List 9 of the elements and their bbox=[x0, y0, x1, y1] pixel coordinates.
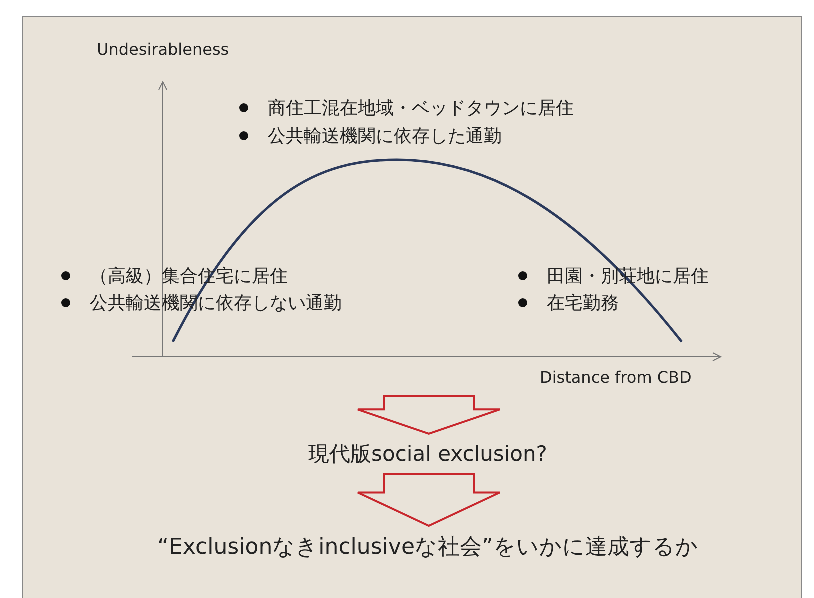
statement-text: “Exclusionなきinclusiveな社会”をいかに達成するか bbox=[158, 532, 698, 562]
axis-label: Undesirableness bbox=[97, 40, 230, 59]
axis-label: Distance from CBD bbox=[540, 368, 692, 387]
bullet-text: 商住工混在地域・ベッドタウンに居住 bbox=[268, 97, 574, 120]
block-arrow bbox=[357, 473, 501, 528]
block-arrow bbox=[357, 395, 501, 436]
bullet-text: 公共輸送機関に依存した通勤 bbox=[268, 125, 502, 148]
statement-text: 現代版social exclusion? bbox=[308, 440, 548, 468]
bullet-text: 在宅勤務 bbox=[547, 292, 619, 315]
